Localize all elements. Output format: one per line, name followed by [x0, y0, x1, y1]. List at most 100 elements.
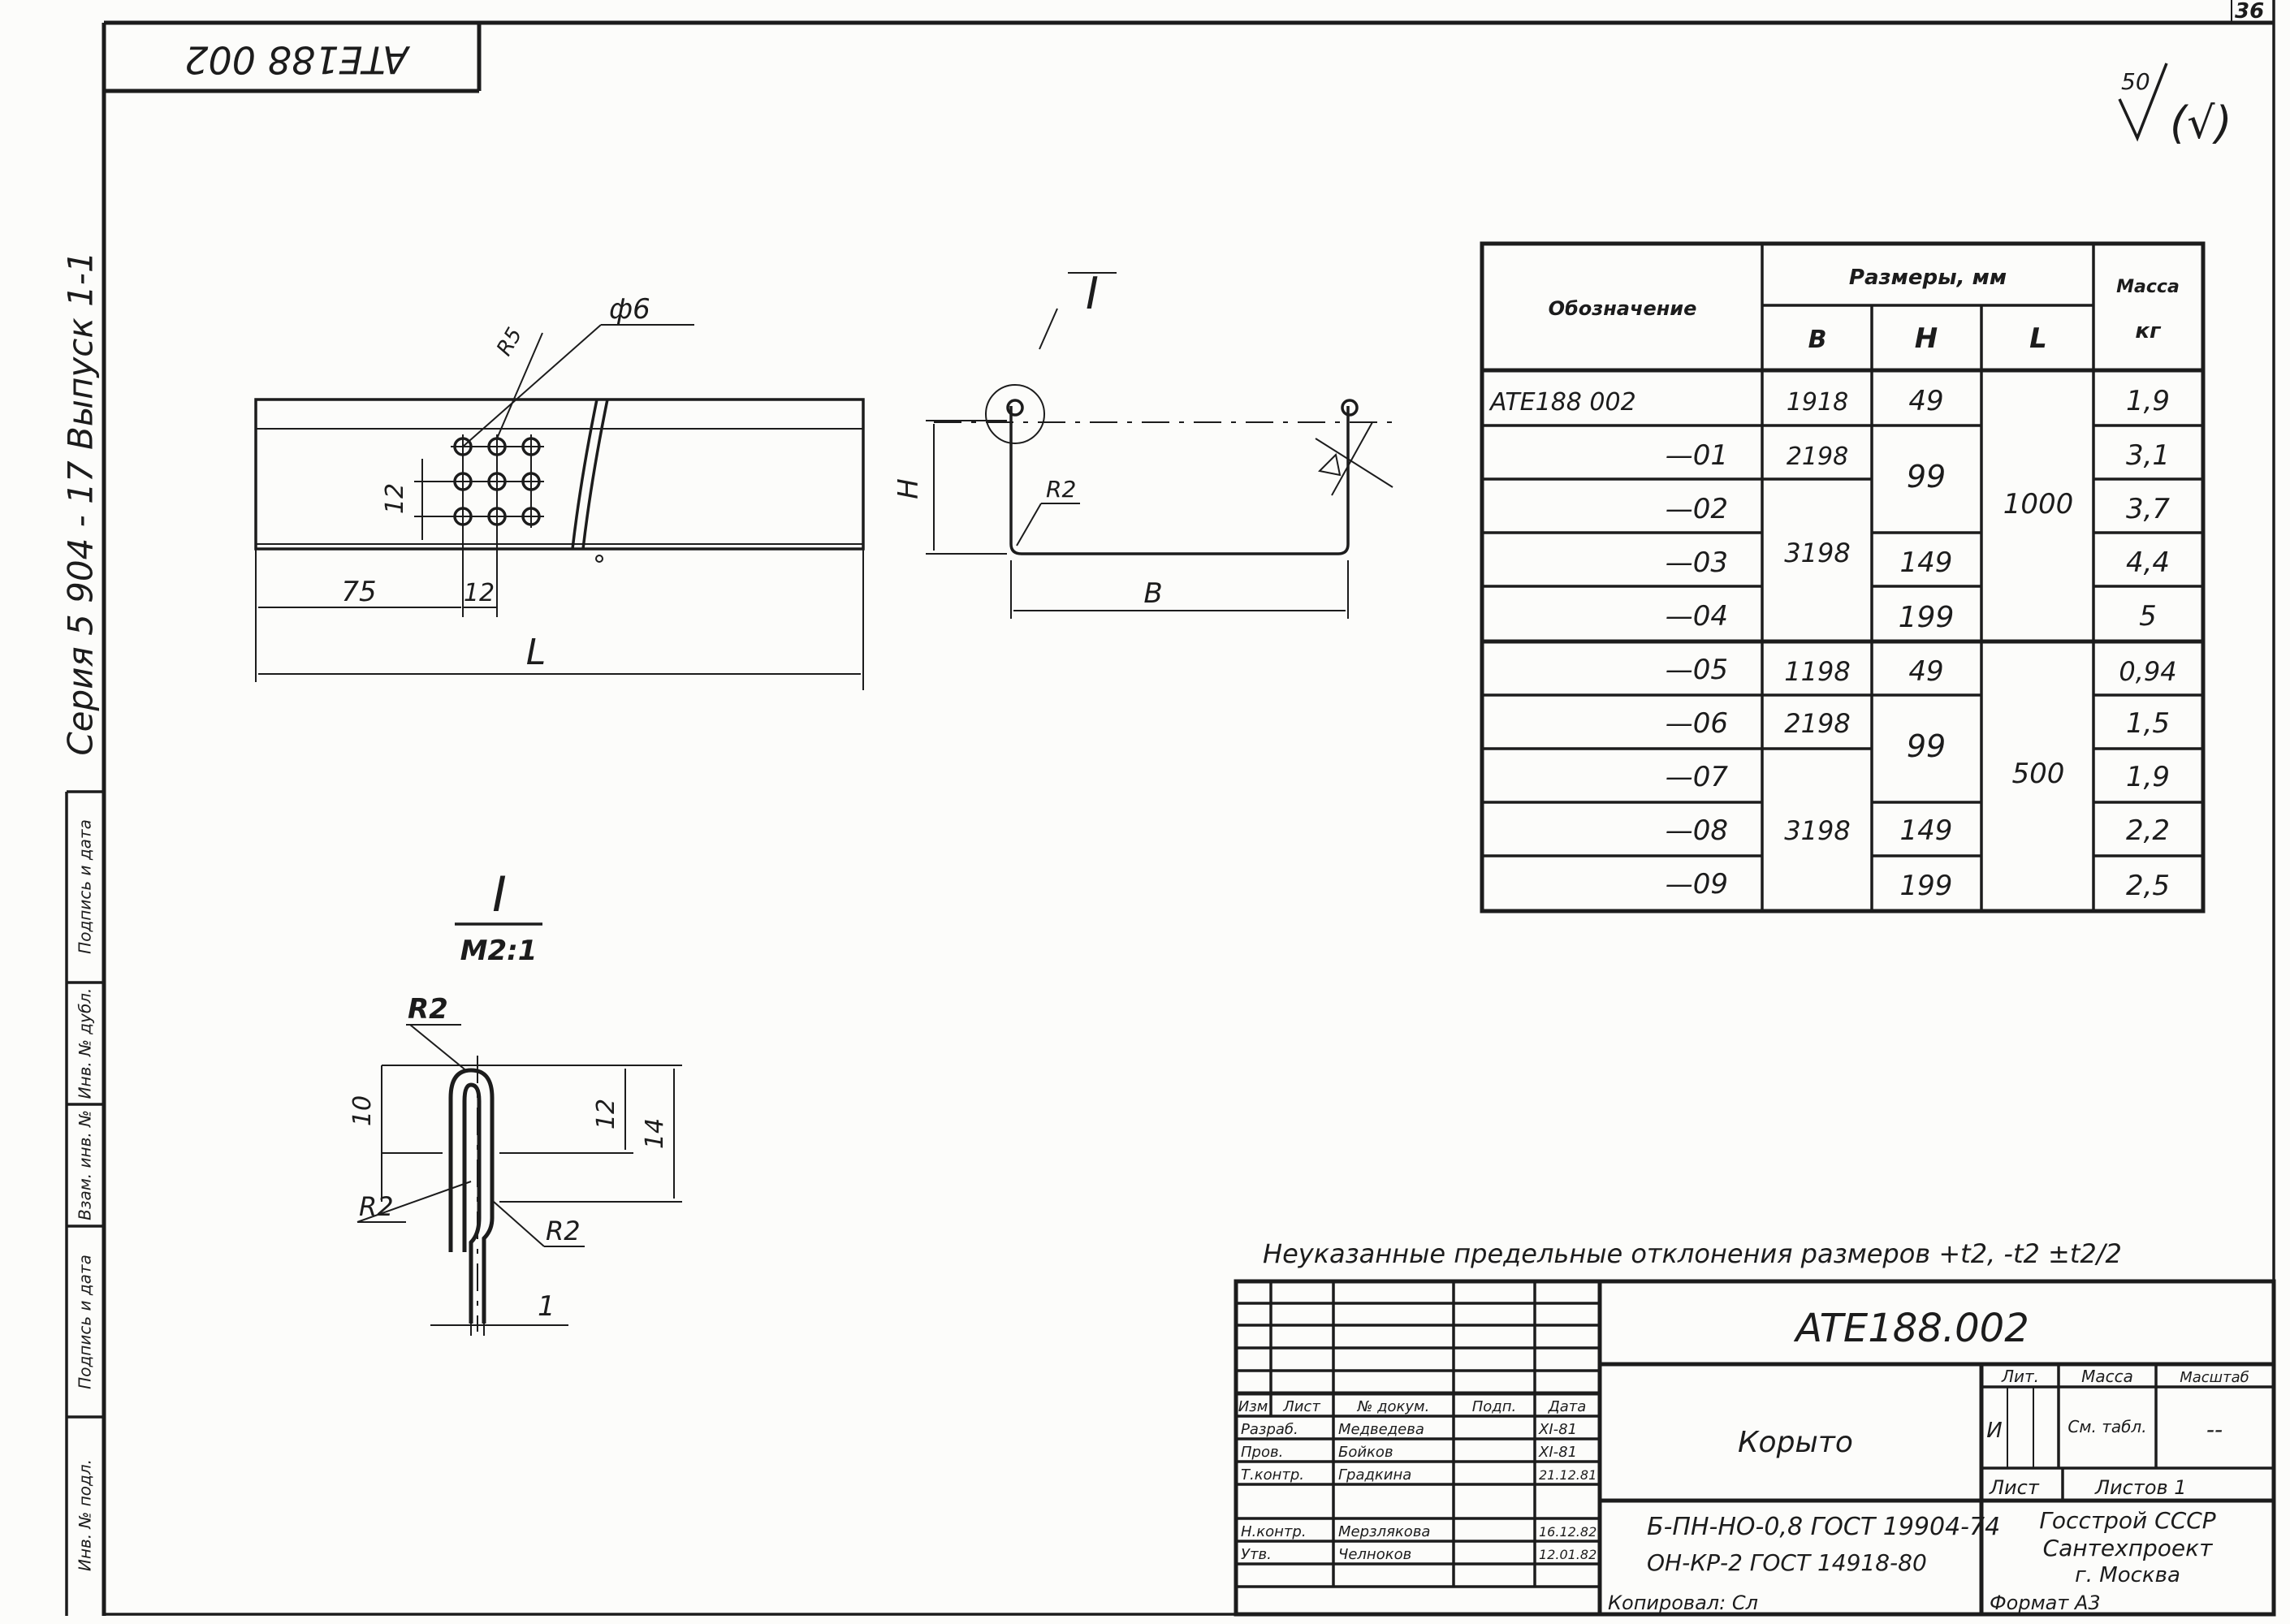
- series-label: Серия 5 904 - 17 Выпуск 1-1: [61, 251, 101, 755]
- detail-dim-1: 1: [538, 1290, 555, 1323]
- plan-hole-label: ф6: [609, 293, 650, 326]
- strip-label-5: Подпись и дата: [76, 819, 95, 954]
- hole-grid: [451, 434, 544, 528]
- tb-copied-by: Копировал: Сл: [1608, 1592, 1758, 1614]
- table-header-mass: Масса: [2116, 277, 2180, 297]
- table-row-5-designation: —05: [1666, 654, 1728, 686]
- detail-scale: М2:1: [460, 935, 538, 967]
- tb-mass-value: См. табл.: [2067, 1417, 2146, 1436]
- roughness-value: 50: [2121, 68, 2150, 95]
- parameter-table: Обозначение Размеры, мм B H L Масса кг A…: [1480, 241, 2206, 914]
- roughness-symbol: 50 (√): [2118, 63, 2232, 149]
- tb-scale-value: --: [2206, 1416, 2223, 1443]
- tb-scale-label: Масштаб: [2180, 1369, 2249, 1386]
- table-row-8-B: 3198: [1784, 815, 1850, 846]
- table-row-7-mass: 1,9: [2126, 761, 2170, 793]
- detail-dim-10: 10: [348, 1095, 377, 1126]
- tb-role-1: Пров.: [1241, 1444, 1283, 1461]
- table-row-8-designation: —08: [1666, 814, 1728, 847]
- rotated-stamp: ATE188 002: [104, 23, 482, 93]
- table-row-3-mass: 4,4: [2126, 546, 2170, 579]
- table-row-9-H: 199: [1900, 870, 1953, 902]
- detail-view: I М2:1 10 12 14 R2 R2 R2 1: [348, 866, 682, 1336]
- tb-role-0: Разраб.: [1241, 1421, 1298, 1438]
- table-row-1-designation: —01: [1666, 439, 1728, 472]
- title-block: Изм Лист № докум. Подп. Дата Разраб. Мед…: [1234, 1279, 2276, 1617]
- table-header-H: H: [1915, 322, 1938, 355]
- table-row-3-designation: —03: [1666, 546, 1728, 579]
- tb-role-2-date: 21.12.81: [1539, 1467, 1597, 1483]
- table-row-4-H: 199: [1899, 601, 1955, 634]
- detail-r-top: R2: [408, 993, 448, 1026]
- tb-role-3-name: Мерзлякова: [1338, 1523, 1430, 1540]
- table-row-2-H: 99: [1907, 459, 1946, 495]
- plan-dim-L: L: [526, 632, 547, 673]
- table-row-2-designation: —02: [1666, 493, 1728, 525]
- tb-role-2: Т.контр.: [1241, 1466, 1304, 1484]
- section-view: I H R2 B: [892, 268, 1397, 619]
- table-row-1-B: 2198: [1787, 443, 1848, 471]
- detail-dim-14: 14: [641, 1118, 669, 1149]
- table-row-6-B: 2198: [1784, 708, 1850, 739]
- table-header-designation: Обозначение: [1549, 297, 1697, 320]
- plan-view: ф6 R5 12 75 12 L: [254, 293, 865, 690]
- table-row-4-mass: 5: [2139, 600, 2157, 633]
- table-row-3-B: 3198: [1784, 538, 1850, 568]
- table-row-5-mass: 0,94: [2119, 656, 2176, 687]
- tb-col-header-1: Лист: [1282, 1398, 1320, 1415]
- tb-col-header-3: Подп.: [1472, 1398, 1516, 1415]
- table-row-3-H: 149: [1900, 546, 1953, 579]
- table-row-9-mass: 2,5: [2126, 870, 2170, 902]
- section-dim-B: B: [1143, 577, 1162, 610]
- tb-role-1-name: Бойков: [1338, 1444, 1393, 1461]
- page-number: 36: [2235, 0, 2264, 24]
- tb-col-header-4: Дата: [1548, 1398, 1587, 1415]
- tb-material-line-1: Б-ПН-НО-0,8 ГОСТ 19904-74: [1647, 1513, 2000, 1541]
- table-row-5-B: 1198: [1784, 656, 1850, 687]
- tb-part-name: Корыто: [1738, 1426, 1853, 1459]
- roughness-suffix: (√): [2170, 97, 2232, 149]
- table-row-4-designation: —04: [1666, 600, 1728, 633]
- table-row-9-designation: —09: [1666, 868, 1728, 901]
- tb-material-line-2: ОН-КР-2 ГОСТ 14918-80: [1647, 1549, 1927, 1576]
- tb-sheet-label: Лист: [1989, 1476, 2040, 1499]
- tb-mass-label: Масса: [2081, 1367, 2133, 1386]
- tb-sheets-label: Листов 1: [2094, 1476, 2187, 1499]
- table-row-1-mass: 3,1: [2126, 439, 2170, 472]
- tb-role-0-date: XI-81: [1538, 1421, 1577, 1438]
- tb-format: Формат А3: [1990, 1592, 2101, 1614]
- tb-role-3-date: 16.12.82: [1539, 1524, 1597, 1540]
- table-header-mass-unit: кг: [2135, 319, 2162, 343]
- tb-col-header-0: Изм: [1238, 1398, 1268, 1415]
- plan-dim-12-vertical: 12: [381, 483, 409, 514]
- table-row-8-mass: 2,2: [2126, 814, 2170, 847]
- detail-dim-12: 12: [592, 1099, 620, 1129]
- table-row-8-H: 149: [1900, 814, 1953, 847]
- table-row-0-designation: ATE188 002: [1488, 388, 1636, 417]
- plan-dim-12-horizontal: 12: [464, 579, 495, 607]
- table-header-dims: Размеры, мм: [1849, 266, 2007, 290]
- table-header-B: B: [1808, 326, 1827, 354]
- table-row-7-L: 500: [2012, 758, 2065, 790]
- tb-role-1-date: XI-81: [1538, 1444, 1577, 1461]
- section-dim-H: H: [892, 478, 925, 499]
- table-header-L: L: [2029, 322, 2047, 355]
- tb-role-3: Н.контр.: [1241, 1523, 1307, 1540]
- detail-mark: I: [492, 866, 507, 923]
- left-strip: Подпись и дата Инв. № дубл. Взам. инв. №…: [65, 790, 104, 1616]
- plan-r-label: R5: [492, 324, 527, 361]
- tb-lit-value: И: [1986, 1419, 2002, 1443]
- tb-role-4-date: 12.01.82: [1539, 1547, 1597, 1562]
- detail-r-right: R2: [546, 1216, 581, 1246]
- table-row-6-designation: —06: [1666, 707, 1728, 740]
- table-row-0-B: 1918: [1787, 388, 1848, 417]
- tb-drawing-code: ATE188.002: [1793, 1306, 2029, 1351]
- strip-label-2: Подпись и дата: [76, 1255, 95, 1389]
- table-row-0-mass: 1,9: [2126, 385, 2170, 417]
- tb-col-header-2: № докум.: [1357, 1398, 1430, 1415]
- tb-org-line-3: г. Москва: [2075, 1563, 2180, 1587]
- table-row-7-designation: —07: [1666, 761, 1729, 793]
- table-row-5-H: 49: [1908, 655, 1943, 688]
- detail-r-left: R2: [359, 1191, 394, 1222]
- table-row-0-H: 49: [1908, 385, 1943, 417]
